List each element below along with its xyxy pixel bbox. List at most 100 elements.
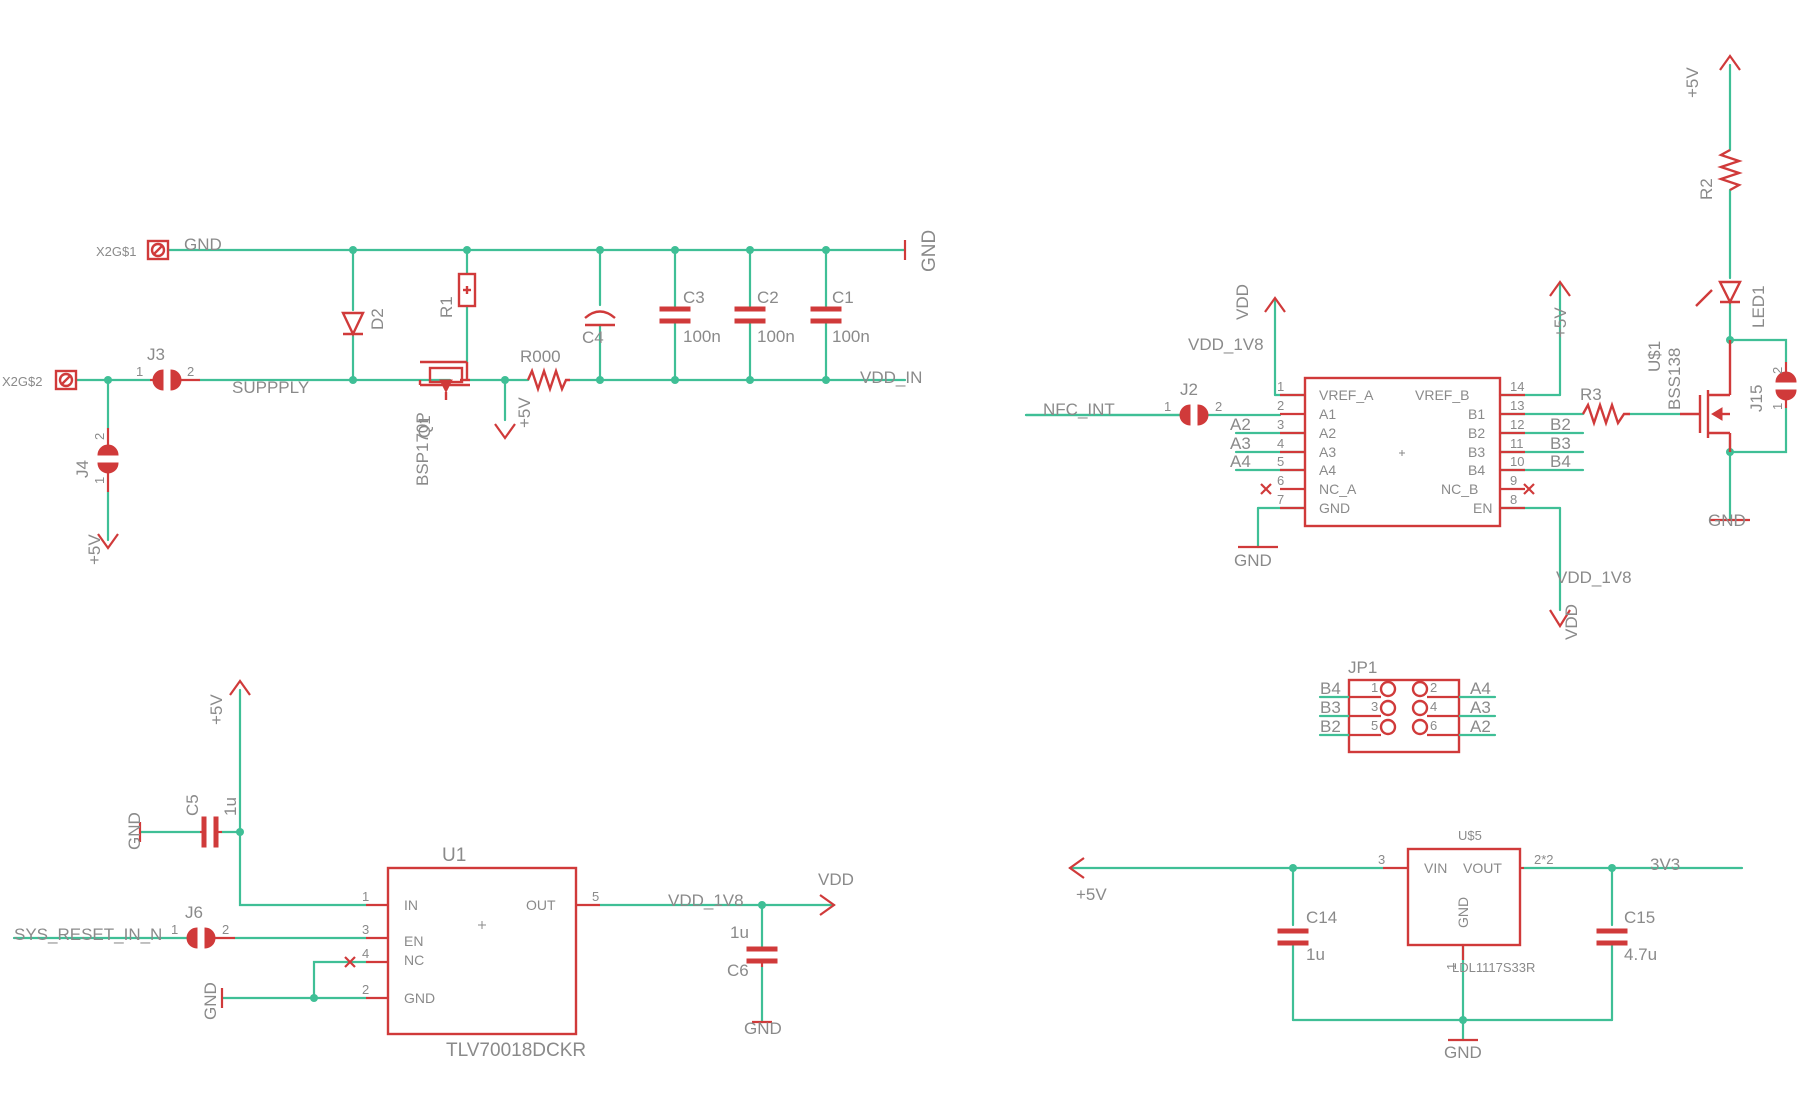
j2-pin1: 1 <box>1164 399 1171 414</box>
vdd-supply-left: VDD VDD_1V8 <box>1188 284 1286 354</box>
j3-pin1: 1 <box>136 364 143 379</box>
plus5v-ldo-label: +5V <box>1076 885 1107 904</box>
vdd-in-net-label: VDD_IN <box>860 368 922 387</box>
jp1-pin2: 2 <box>1430 680 1437 695</box>
pin-gnd: GND <box>1319 500 1350 516</box>
junction <box>758 901 766 909</box>
junction <box>104 376 112 384</box>
pin-num-5: 5 <box>1277 454 1284 469</box>
resistor-r2[interactable]: R2 <box>1697 148 1743 200</box>
jumper-j3[interactable]: J3 1 2 <box>136 345 200 391</box>
capacitor-c1[interactable]: C1 100n <box>810 288 870 346</box>
junction <box>1289 864 1297 872</box>
capacitor-c3[interactable]: C3 100n <box>659 288 721 346</box>
junction <box>746 246 754 254</box>
plus5v-top-label: +5V <box>1683 67 1702 98</box>
pin-num-11: 11 <box>1510 436 1524 451</box>
j2-label: J2 <box>1180 380 1198 399</box>
transistor-q1[interactable]: Q1 BSP170P <box>413 360 470 486</box>
vdd-1v8-left-label: VDD_1V8 <box>1188 335 1264 354</box>
x2g1-label: X2G$1 <box>96 244 136 259</box>
j3-label: J3 <box>147 345 165 364</box>
jp1-label: JP1 <box>1348 658 1377 677</box>
plus5v-supply-ls: +5V <box>1549 280 1571 338</box>
pin-num-1: 1 <box>1277 379 1284 394</box>
j15-label: J15 <box>1747 385 1766 412</box>
jp1-pin3: 3 <box>1371 699 1378 714</box>
jp1-pin5: 5 <box>1371 718 1378 733</box>
gnd-symbol-c6: GND <box>744 1019 782 1038</box>
pin-num-2: 2 <box>1277 398 1284 413</box>
ic-us5[interactable]: U$5 LDL1117S33R VIN VOUT GND 3 2*2 1 <box>1378 828 1554 975</box>
c2-label: C2 <box>757 288 779 307</box>
c6-value: 1u <box>730 923 749 942</box>
jp1-net-b3: B3 <box>1320 698 1341 717</box>
r1-label: R1 <box>437 296 456 318</box>
resistor-r3[interactable]: R3 <box>1580 385 1630 427</box>
pin-b4: B4 <box>1468 462 1485 478</box>
junction <box>349 246 357 254</box>
us5-pin-num-out: 2*2 <box>1534 852 1554 867</box>
r3-label: R3 <box>1580 385 1602 404</box>
pin-vref-a: VREF_A <box>1319 387 1374 403</box>
gnd-en-label: GND <box>201 982 220 1020</box>
jumper-j6[interactable]: J6 1 2 <box>171 903 235 949</box>
transistor-us1[interactable]: U$1 BSS138 <box>1645 340 1732 452</box>
pin-num-14: 14 <box>1510 379 1524 394</box>
pin-num-8: 8 <box>1510 492 1517 507</box>
connector-x2g2[interactable]: X2G$2 <box>2 369 78 391</box>
junction <box>671 376 679 384</box>
u1-pin-num-4: 4 <box>362 946 369 961</box>
power-input-section: X2G$1 GND X2G$2 J3 1 2 SUPPPLY J4 <box>2 230 940 565</box>
us1-value: BSS138 <box>1665 348 1684 410</box>
jp1-net-a3: A3 <box>1470 698 1491 717</box>
diode-d2[interactable]: D2 <box>341 308 387 337</box>
c5-value: 1u <box>221 797 240 816</box>
net-b3-right: B3 <box>1550 434 1571 453</box>
j6-pin2: 2 <box>222 922 229 937</box>
us5-value: LDL1117S33R <box>1452 960 1535 975</box>
pin-num-10: 10 <box>1510 454 1524 469</box>
c2-value: 100n <box>757 327 795 346</box>
ic-u1[interactable]: U1 TLV70018DCKR IN EN NC GND OUT 1 3 4 2… <box>344 845 600 1061</box>
led-led1[interactable]: LED1 <box>1695 280 1768 328</box>
pin-num-3: 3 <box>1277 417 1284 432</box>
plus5v-supply-a: +5V <box>85 533 119 565</box>
capacitor-c6[interactable]: 1u C6 <box>727 923 778 980</box>
junction <box>1459 1016 1467 1024</box>
jp1-pin6: 6 <box>1430 718 1437 733</box>
jumper-j15[interactable]: J15 2 1 <box>1747 362 1797 412</box>
nfc-int-net-label: NFC_INT <box>1043 400 1115 419</box>
pin-num-6: 6 <box>1277 473 1284 488</box>
j2-pin2: 2 <box>1215 399 1222 414</box>
gnd-us1-label: GND <box>1708 511 1746 530</box>
resistor-r000[interactable]: R000 <box>520 347 570 393</box>
junction <box>596 376 604 384</box>
jp1-pin4: 4 <box>1430 699 1437 714</box>
pin-a3: A3 <box>1319 444 1336 460</box>
junction <box>746 376 754 384</box>
capacitor-c14[interactable]: C14 1u <box>1277 908 1337 964</box>
junction <box>349 376 357 384</box>
us5-pin-vin: VIN <box>1424 860 1447 876</box>
capacitor-c4[interactable]: C4 <box>582 310 616 348</box>
net-a4-left: A4 <box>1230 452 1251 471</box>
us5-pin-gnd: GND <box>1455 897 1471 928</box>
c6-label: C6 <box>727 961 749 980</box>
capacitor-c2[interactable]: C2 100n <box>734 288 795 346</box>
jumper-j2[interactable]: J2 1 2 <box>1164 380 1222 426</box>
net-a2-left: A2 <box>1230 415 1251 434</box>
us1-label: U$1 <box>1645 341 1664 372</box>
resistor-r1[interactable]: R1 <box>437 272 477 318</box>
jumper-j4[interactable]: J4 2 1 <box>73 428 119 492</box>
gnd-symbol-right: GND <box>903 230 940 272</box>
u1-pin-en: EN <box>404 933 423 949</box>
level-shifter-ic[interactable]: VREF_A A1 A2 A3 A4 NC_A GND 1 2 3 4 5 6 … <box>1260 376 1535 528</box>
capacitor-c5[interactable]: C5 1u <box>183 794 240 848</box>
pin-a2: A2 <box>1319 425 1336 441</box>
capacitor-c15[interactable]: C15 4.7u <box>1596 908 1657 964</box>
connector-x2g1[interactable]: X2G$1 GND <box>96 235 222 261</box>
j6-label: J6 <box>185 903 203 922</box>
net-b4-right: B4 <box>1550 452 1571 471</box>
header-jp1[interactable]: JP1 B4 B3 B2 A4 A3 A2 1 3 5 2 4 6 <box>1318 658 1497 754</box>
